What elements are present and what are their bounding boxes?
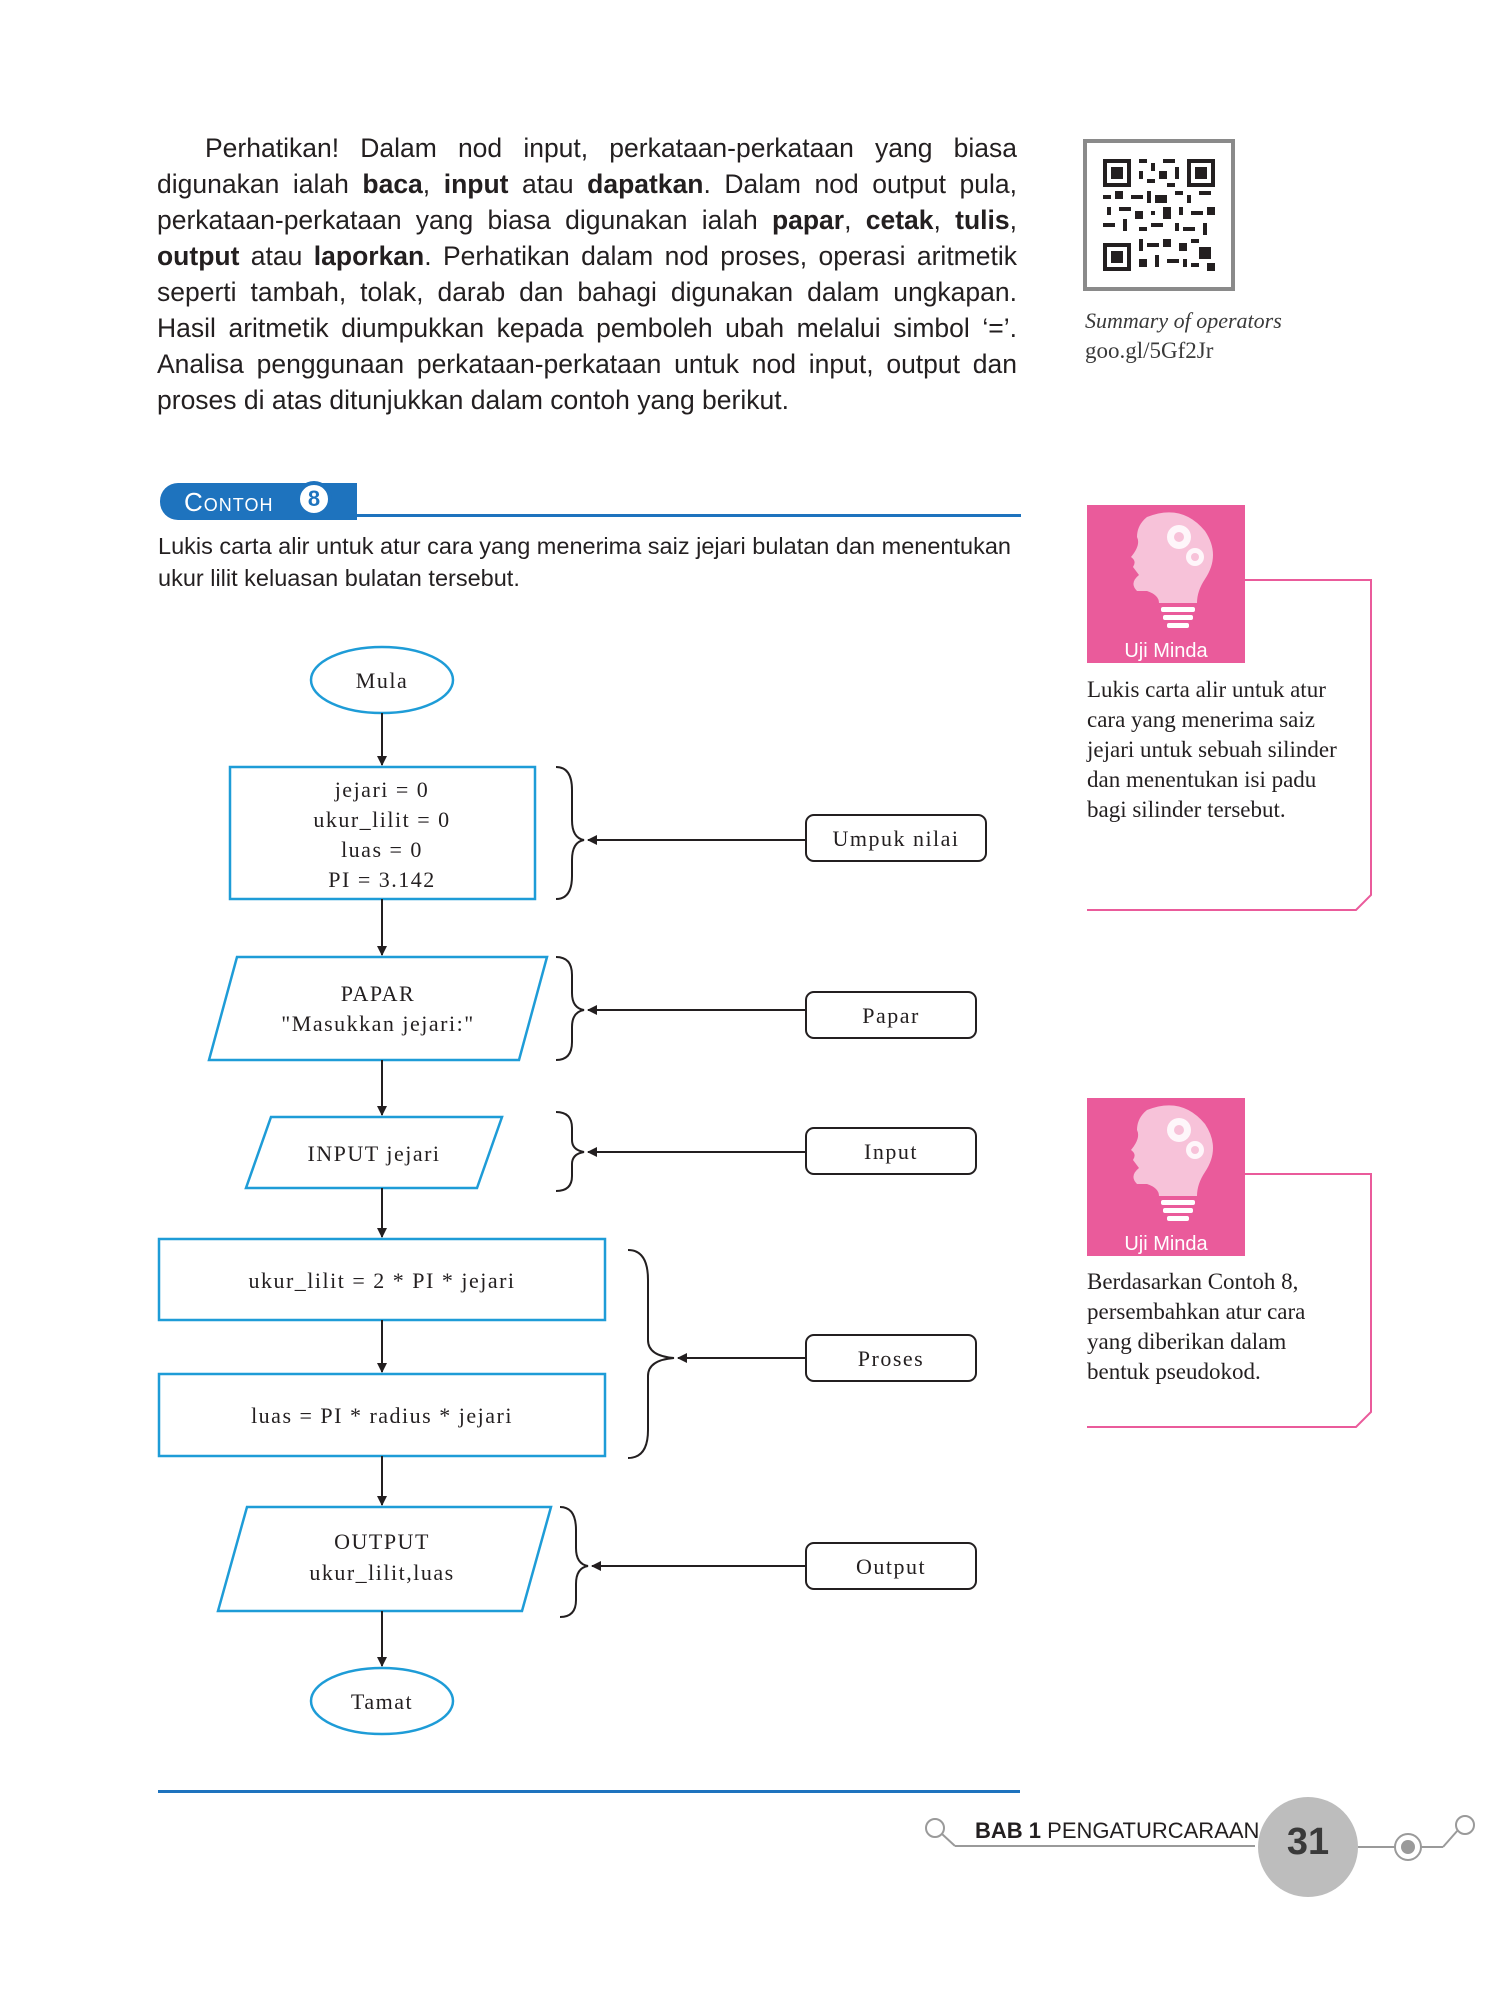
output-io-shape — [216, 1505, 553, 1613]
end-text: Tamat — [351, 1689, 413, 1714]
bottom-rule — [158, 1790, 1020, 1793]
label-output: Output — [856, 1554, 926, 1579]
uji-minda-text-1: Lukis carta alir untuk atur cara yang me… — [1087, 677, 1337, 822]
input-text: INPUT jejari — [307, 1141, 440, 1166]
lightbulb-brain-icon — [1131, 512, 1213, 628]
example-prompt: Lukis carta alir untuk atur cara yang me… — [158, 533, 1011, 591]
page-number: 31 — [1286, 1821, 1330, 1863]
example-number: 8 — [296, 481, 332, 517]
qr-code-icon — [1103, 159, 1215, 271]
label-assign-box — [805, 814, 987, 862]
input-io-shape — [244, 1115, 504, 1190]
uji-minda-label-2: Uji Minda — [1124, 1233, 1208, 1255]
label-process: Proses — [858, 1346, 924, 1371]
display-io-shape — [207, 955, 549, 1062]
init-line-4: PI = 3.142 — [328, 867, 435, 892]
display-line-1: PAPAR — [341, 981, 415, 1006]
end-terminal — [309, 1666, 455, 1736]
label-process-box — [805, 1334, 977, 1382]
qr-link[interactable]: goo.gl/5Gf2Jr — [1085, 338, 1214, 363]
qr-code[interactable] — [1083, 139, 1235, 291]
init-line-2: ukur_lilit = 0 — [313, 807, 450, 832]
init-line-1: jejari = 0 — [334, 777, 430, 802]
display-line-2: "Masukkan jejari:" — [281, 1011, 474, 1036]
process-box-1 — [157, 1237, 607, 1322]
uji-minda-text-2: Berdasarkan Contoh 8, persembahkan atur … — [1087, 1269, 1306, 1384]
example-rule — [357, 514, 1021, 517]
start-text: Mula — [356, 668, 408, 693]
label-input-box — [805, 1127, 977, 1175]
intro-text: Perhatikan! Dalam nod input, perkataan-p… — [157, 133, 1017, 415]
init-line-3: luas = 0 — [341, 837, 423, 862]
output-line-2: ukur_lilit,luas — [309, 1560, 454, 1585]
intro-paragraph: Perhatikan! Dalam nod input, perkataan-p… — [157, 130, 1017, 418]
example-label: Contoh — [184, 487, 274, 517]
chapter-number: BAB 1 — [975, 1818, 1042, 1843]
label-display-box — [805, 991, 977, 1039]
init-process-box — [228, 765, 537, 901]
label-assign: Umpuk nilai — [832, 826, 959, 851]
output-line-1: OUTPUT — [334, 1529, 430, 1554]
circuit-decoration — [925, 1815, 1475, 1861]
process2-text: luas = PI * radius * jejari — [251, 1403, 513, 1428]
label-input: Input — [864, 1139, 918, 1164]
process1-text: ukur_lilit = 2 * PI * jejari — [248, 1268, 515, 1293]
chapter-title: PENGATURCARAAN — [1047, 1818, 1260, 1843]
uji-minda-card-2: Uji Minda — [1087, 1098, 1245, 1256]
uji-minda-label-1: Uji Minda — [1124, 640, 1208, 662]
page-number-badge: 31 — [1258, 1797, 1358, 1897]
label-output-box — [805, 1542, 977, 1590]
uji-minda-card-1: Uji Minda — [1087, 505, 1245, 663]
qr-title: Summary of operators — [1085, 308, 1282, 333]
process-box-2 — [157, 1372, 607, 1458]
chapter-footer: BAB 1 PENGATURCARAAN — [975, 1818, 1259, 1844]
lightbulb-brain-icon — [1131, 1105, 1213, 1221]
label-display: Papar — [862, 1003, 920, 1028]
